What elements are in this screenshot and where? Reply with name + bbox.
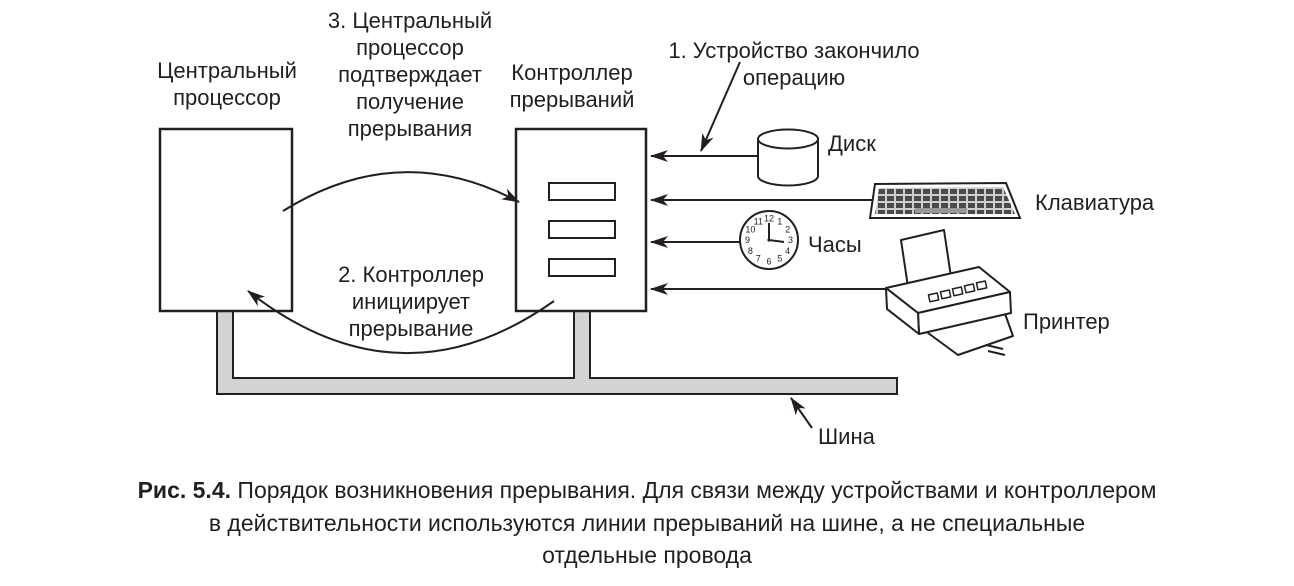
keyboard-label: Клавиатура xyxy=(1035,190,1155,215)
cpu-label: Центральный процессор xyxy=(157,58,297,110)
figure-caption: Рис. 5.4. Порядок возникновения прерыван… xyxy=(0,474,1294,572)
step2-label: 2. Контроллер инициирует прерывание xyxy=(338,262,484,341)
initiate-curve-arrow xyxy=(247,290,555,355)
interrupt-controller-box xyxy=(514,127,648,313)
interrupt-register xyxy=(548,258,616,277)
caption-line-1: Рис. 5.4. Порядок возникновения прерыван… xyxy=(137,477,1157,503)
clock-label: Часы xyxy=(808,232,862,257)
bus-shape xyxy=(216,310,898,395)
disk-icon xyxy=(757,128,819,187)
svg-text:5: 5 xyxy=(777,254,782,264)
step1-label: 1. Устройство закончило операцию xyxy=(668,38,920,90)
clock-icon: 12 1 2 3 4 5 6 7 8 9 10 11 xyxy=(739,210,799,270)
printer-label: Принтер xyxy=(1023,309,1110,334)
cpu-box xyxy=(158,127,294,313)
svg-text:1: 1 xyxy=(777,216,782,226)
svg-text:2: 2 xyxy=(785,224,790,234)
caption-line-3: отдельные провода xyxy=(542,542,752,568)
svg-text:11: 11 xyxy=(754,216,763,226)
interrupt-register xyxy=(548,182,616,201)
bus-pointer-arrow xyxy=(790,397,813,429)
svg-text:12: 12 xyxy=(764,214,774,224)
svg-text:3: 3 xyxy=(788,235,793,245)
svg-text:9: 9 xyxy=(745,235,750,245)
svg-text:4: 4 xyxy=(785,246,790,256)
printer-icon xyxy=(885,229,1014,356)
bus-label: Шина xyxy=(818,424,875,449)
step3-label: 3. Центральный процессор подтверждает по… xyxy=(327,8,493,141)
figure-number: Рис. 5.4. xyxy=(137,477,232,503)
controller-label: Контроллер прерываний xyxy=(509,60,635,112)
svg-text:8: 8 xyxy=(748,246,753,256)
caption-line-2: в действительности используются линии пр… xyxy=(208,509,1086,536)
interrupt-register xyxy=(548,220,616,239)
keyboard-icon xyxy=(868,181,1022,219)
svg-text:7: 7 xyxy=(756,254,761,264)
ack-curve-arrow xyxy=(282,171,520,212)
svg-text:10: 10 xyxy=(745,224,755,234)
step1-pointer-arrow xyxy=(700,61,741,152)
svg-text:6: 6 xyxy=(766,257,771,267)
disk-label: Диск xyxy=(828,131,876,156)
